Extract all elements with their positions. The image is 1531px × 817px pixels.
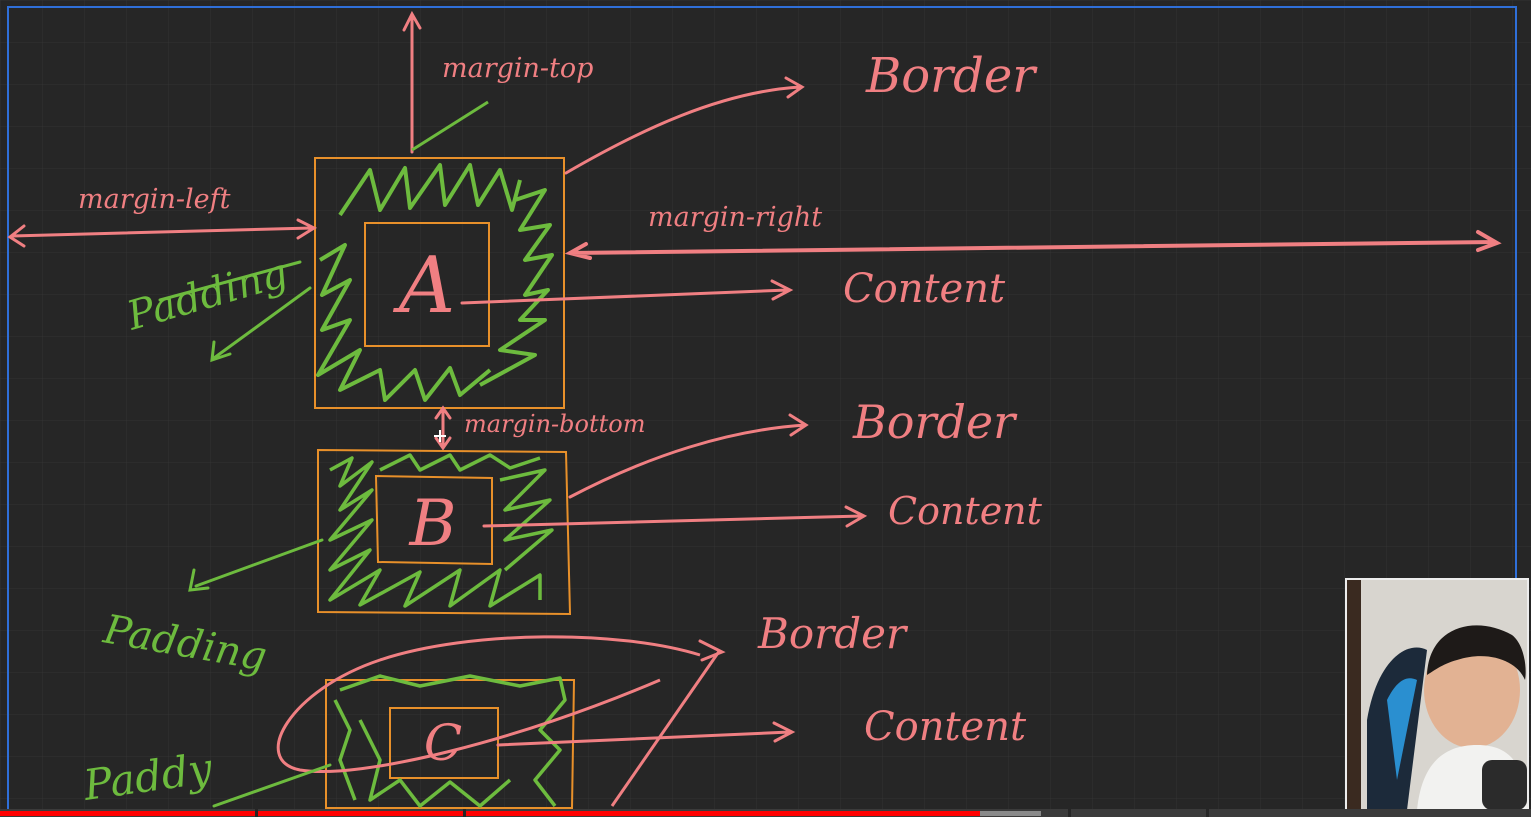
box-c-border-line xyxy=(610,649,722,807)
box-a-padding-scribble xyxy=(316,163,554,402)
chapter-divider xyxy=(463,809,466,817)
box-c-content xyxy=(389,707,499,779)
presenter-avatar-icon xyxy=(1347,580,1527,810)
chapter-divider xyxy=(1068,809,1071,817)
box-b-content xyxy=(374,474,493,566)
margin-top-annotation: margin-top xyxy=(402,10,593,154)
box-b-letter: B xyxy=(408,487,456,561)
video-progress-bar[interactable] xyxy=(0,809,1531,817)
progress-played xyxy=(0,811,980,816)
box-c-border-loop xyxy=(276,635,701,774)
content-b-label: Content xyxy=(888,489,1043,533)
box-a-border xyxy=(314,157,565,409)
canvas-frame xyxy=(7,6,1517,817)
box-c-letter: C xyxy=(424,714,462,772)
border-c-annotation: Border xyxy=(698,609,909,662)
content-c-annotation: Content xyxy=(496,704,1027,750)
margin-left-annotation: margin-left xyxy=(7,184,318,248)
border-a-label: Border xyxy=(865,48,1038,104)
margin-right-annotation: margin-right xyxy=(564,202,1502,260)
content-a-label: Content xyxy=(843,266,1006,312)
box-c: C xyxy=(276,635,722,809)
margin-bottom-annotation: margin-bottom xyxy=(434,405,645,451)
margin-right-label: margin-right xyxy=(648,202,822,233)
box-a-letter: A xyxy=(393,241,455,331)
border-c-label: Border xyxy=(757,609,909,658)
margin-left-label: margin-left xyxy=(78,184,231,215)
box-a: A xyxy=(314,157,565,409)
margin-top-label: margin-top xyxy=(442,53,593,84)
border-b-label: Border xyxy=(852,395,1018,449)
box-a-content xyxy=(364,222,490,347)
content-c-label: Content xyxy=(864,704,1027,750)
chapter-divider xyxy=(255,809,258,817)
content-b-annotation: Content xyxy=(482,489,1043,533)
border-a-annotation: Border xyxy=(564,48,1038,175)
box-b: B xyxy=(317,448,572,616)
box-b-padding-scribble xyxy=(328,453,554,608)
chapter-divider xyxy=(1206,809,1209,817)
webcam-overlay xyxy=(1345,578,1529,812)
box-b-border xyxy=(317,448,572,616)
border-b-annotation: Border xyxy=(568,395,1018,499)
margin-bottom-label: margin-bottom xyxy=(464,410,645,438)
content-a-annotation: Content xyxy=(460,266,1006,312)
